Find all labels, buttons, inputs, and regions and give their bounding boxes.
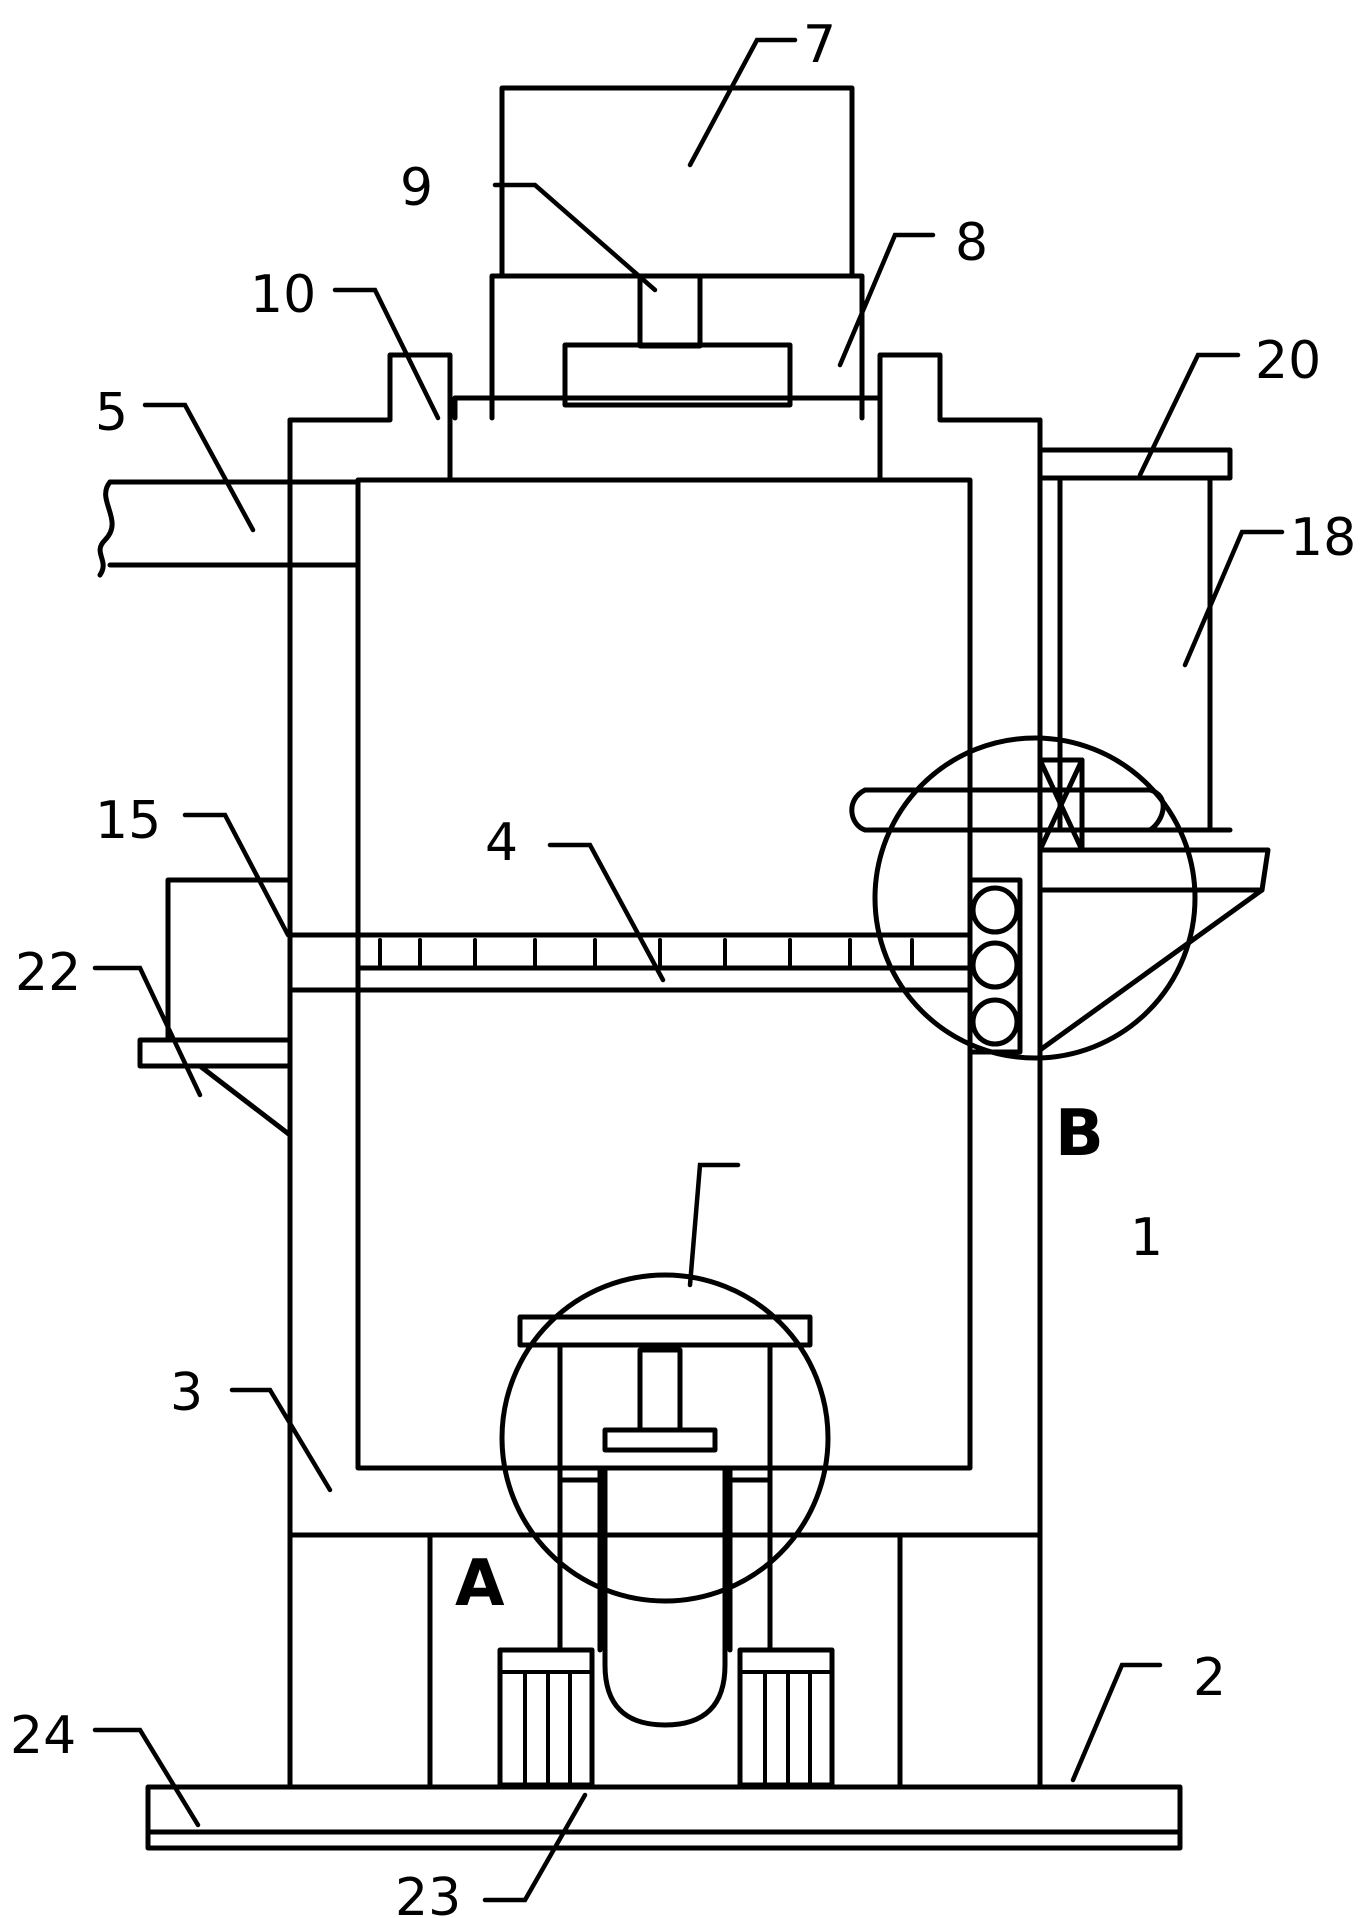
cylinder-right [737, 1647, 835, 1788]
label-10: 10 [250, 265, 316, 325]
label-15: 15 [95, 791, 161, 851]
bottom-mechanism [517, 1314, 813, 1728]
inner-chamber [355, 477, 973, 1471]
detail-circle-a [499, 1272, 831, 1604]
right-shelf [1037, 847, 1271, 1053]
label-3: 3 [170, 1363, 203, 1423]
label-1: 1 [1130, 1208, 1163, 1268]
base-plate [145, 1784, 1183, 1851]
motor-mount [452, 273, 883, 421]
label-4: 4 [485, 813, 518, 873]
detail-marker-a: A [455, 1547, 505, 1621]
detail-marker-b: B [1055, 1097, 1104, 1171]
label-20: 20 [1255, 331, 1321, 391]
label-18: 18 [1290, 508, 1356, 568]
filter-screen [287, 932, 973, 993]
label-8: 8 [955, 213, 988, 273]
motor [499, 85, 855, 279]
cylinder-left [497, 1647, 595, 1788]
main-housing [287, 352, 1043, 1790]
callout-leaders [92, 37, 1285, 1903]
label-23: 23 [395, 1868, 461, 1918]
inlet-pipe [97, 479, 361, 578]
label-2: 2 [1193, 1648, 1226, 1708]
label-22: 22 [15, 943, 81, 1003]
label-5: 5 [95, 383, 128, 443]
label-24: 24 [10, 1706, 76, 1766]
valve-pipe [849, 757, 1166, 853]
left-shelf [137, 1037, 293, 1138]
support-legs [287, 1532, 1043, 1790]
detail-circle-b [872, 735, 1198, 1061]
label-9: 9 [400, 158, 433, 218]
roller-stack [967, 877, 1023, 1055]
label-7: 7 [803, 15, 836, 75]
